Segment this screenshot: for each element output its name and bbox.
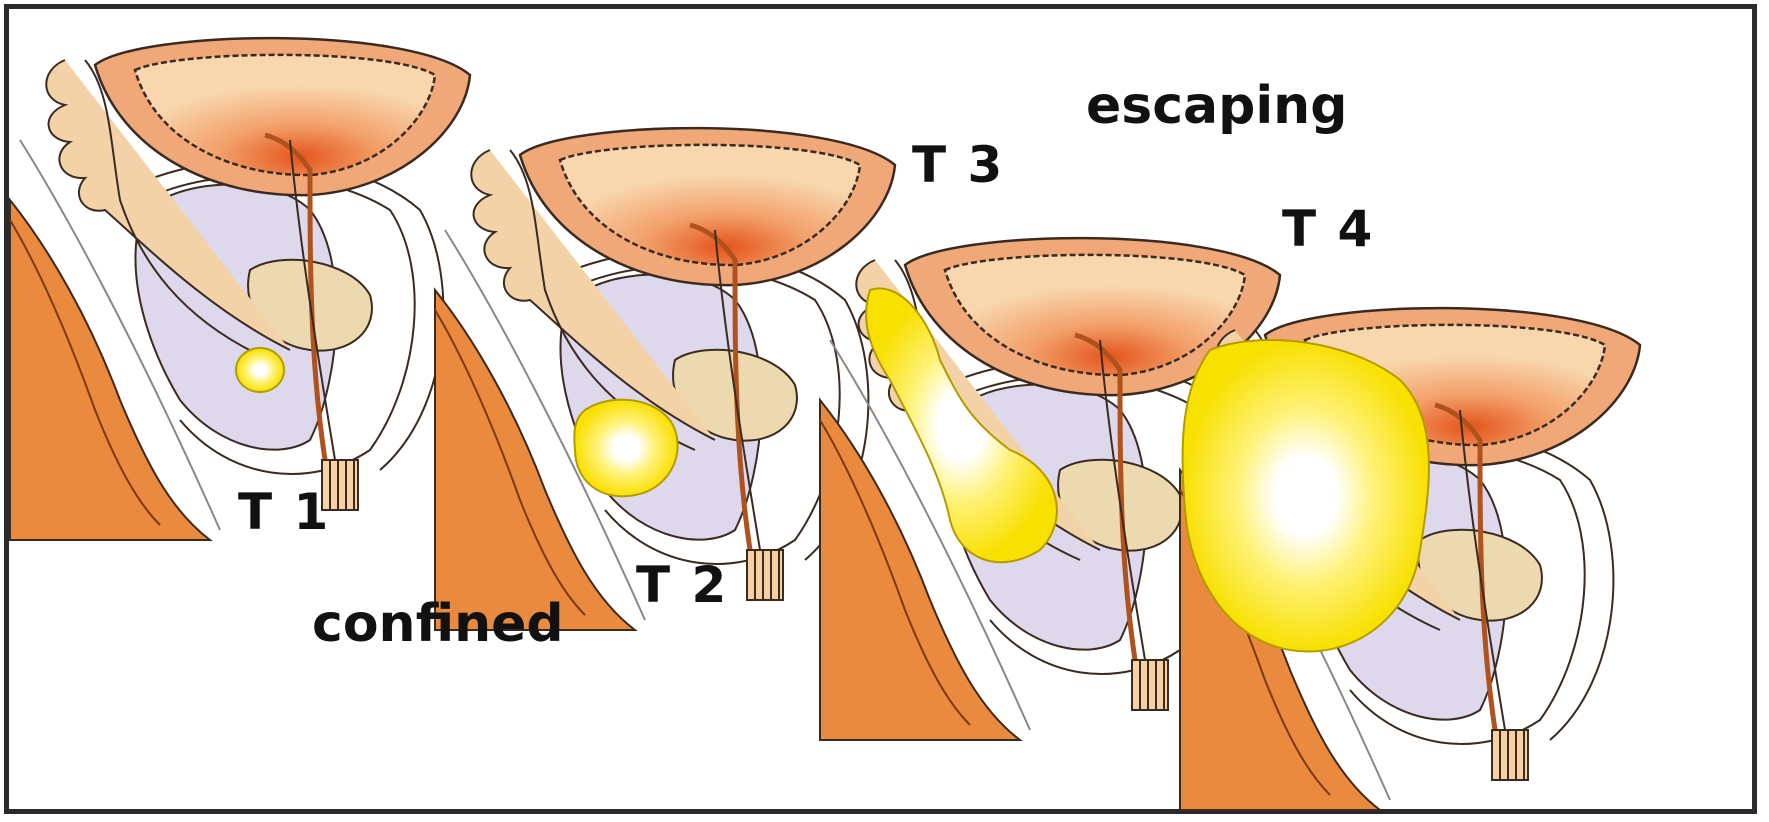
tumor-t4 <box>1183 340 1429 652</box>
stage-label-t3: T 3 <box>912 140 1004 190</box>
group-label-escaping: escaping <box>1086 80 1347 132</box>
stage-label-t1: T 1 <box>238 487 330 537</box>
panel-t1 <box>10 38 470 540</box>
stage-label-t2: T 2 <box>636 560 728 610</box>
panel-t4 <box>1180 308 1640 810</box>
stage-label-t4: T 4 <box>1282 204 1374 254</box>
tumor-t2 <box>574 400 677 497</box>
tumor-t1 <box>236 348 284 392</box>
group-label-confined: confined <box>312 598 564 650</box>
